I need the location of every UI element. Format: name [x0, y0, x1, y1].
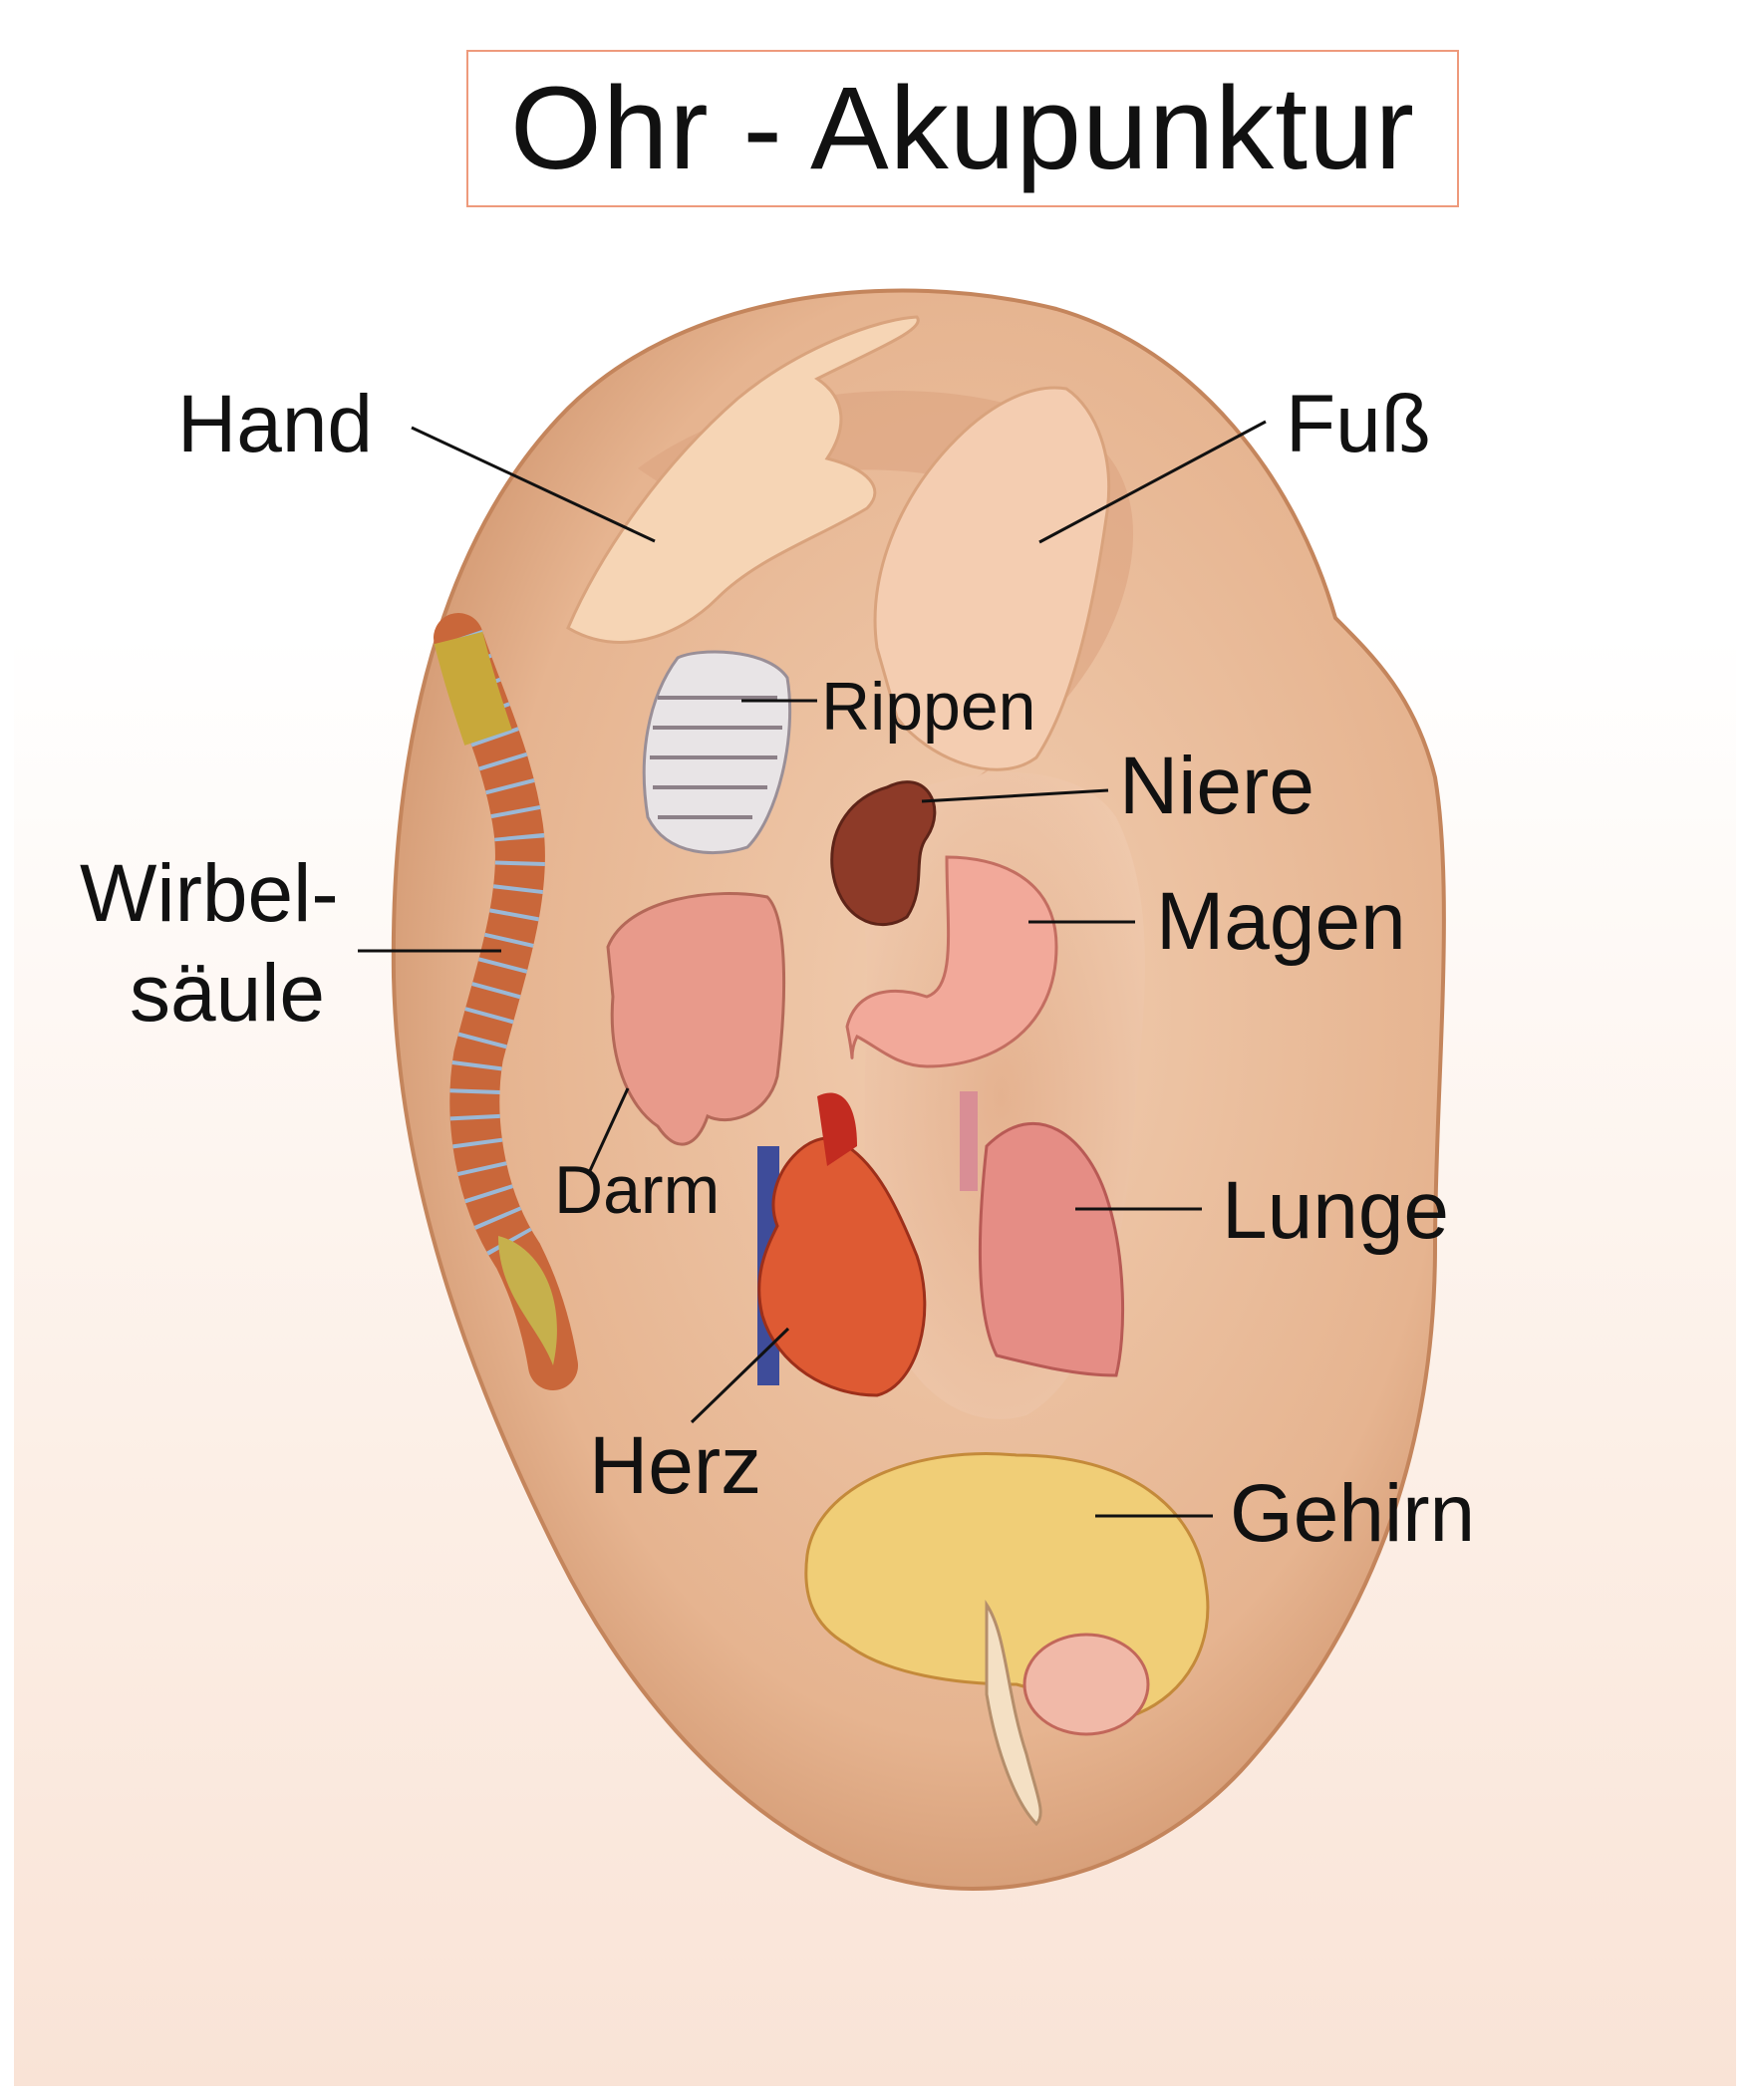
- leader-line-herz: [690, 1327, 790, 1424]
- lung-illustration: [960, 1091, 1125, 1377]
- label-gehirn: Gehirn: [1230, 1468, 1476, 1559]
- label-magen: Magen: [1156, 876, 1406, 967]
- leader-line-fuss: [1038, 420, 1267, 544]
- leader-line-hand: [411, 426, 656, 543]
- hand-illustration: [566, 315, 920, 644]
- spine-illustration: [434, 613, 578, 1390]
- brain-illustration: [804, 1452, 1210, 1827]
- label-hand: Hand: [177, 379, 374, 469]
- page-title: Ohr - Akupunktur: [510, 63, 1415, 194]
- intestine-illustration: [606, 892, 786, 1146]
- label-wirbelsaeule-line1: Wirbel-: [80, 848, 339, 939]
- foot-illustration: [873, 386, 1111, 771]
- label-lunge: Lunge: [1222, 1165, 1450, 1256]
- label-wirbelsaeule-line2: säule: [130, 948, 326, 1039]
- label-darm: Darm: [554, 1152, 721, 1228]
- leader-line-niere: [921, 788, 1109, 803]
- label-rippen: Rippen: [821, 669, 1036, 745]
- label-herz: Herz: [589, 1420, 762, 1511]
- title-box: Ohr - Akupunktur: [466, 50, 1459, 207]
- label-niere: Niere: [1119, 741, 1314, 831]
- stomach-illustration: [845, 855, 1058, 1068]
- label-fuss: Fuß: [1286, 379, 1431, 469]
- heart-illustration: [757, 1092, 927, 1397]
- leader-line-darm: [586, 1087, 630, 1176]
- kidney-illustration: [830, 780, 937, 927]
